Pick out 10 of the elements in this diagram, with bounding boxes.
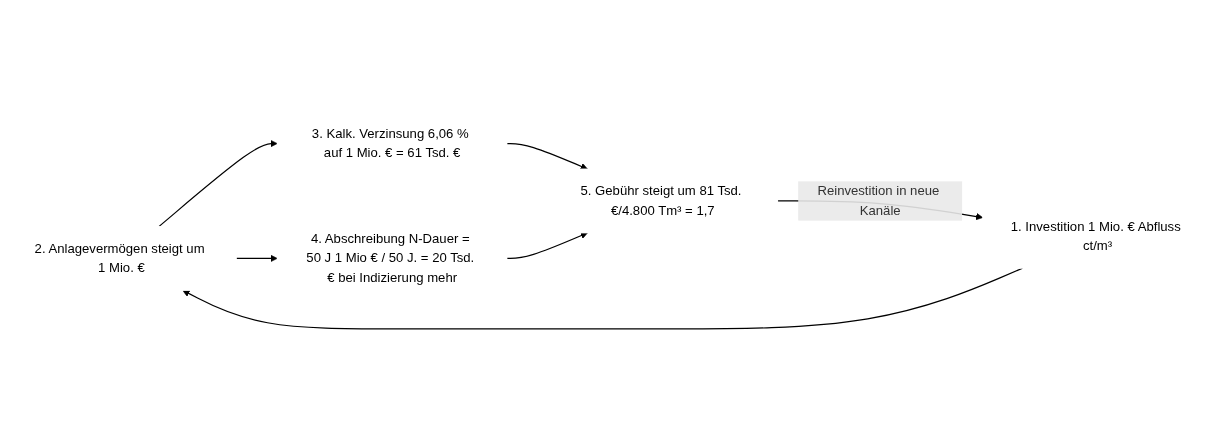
node-text: 5. Gebühr steigt um 81 Tsd. €/4.800 Tm³ = 1,7 xyxy=(580,184,742,218)
arrow xyxy=(506,143,588,170)
arrow xyxy=(158,140,278,228)
node-text: 2. Anlagevermögen steigt um 1 Mio. € xyxy=(34,241,205,276)
arrow xyxy=(506,232,588,260)
node-text: 3. Kalk. Verzinsung 6,06 % auf 1 Mio. € = 61 Tsd. € xyxy=(311,126,469,161)
edge-label: Reinvestition in neue Kanäle xyxy=(817,184,940,218)
node-text: 1. Investition 1 Mio. € Abfluss ct/m³ xyxy=(1010,219,1181,253)
arrow xyxy=(235,255,278,263)
node-text: 4. Abschreibung N-Dauer = 50 J 1 Mio € / 50 J. = 20 Tsd. € bei Indizierung mehr xyxy=(306,231,475,285)
